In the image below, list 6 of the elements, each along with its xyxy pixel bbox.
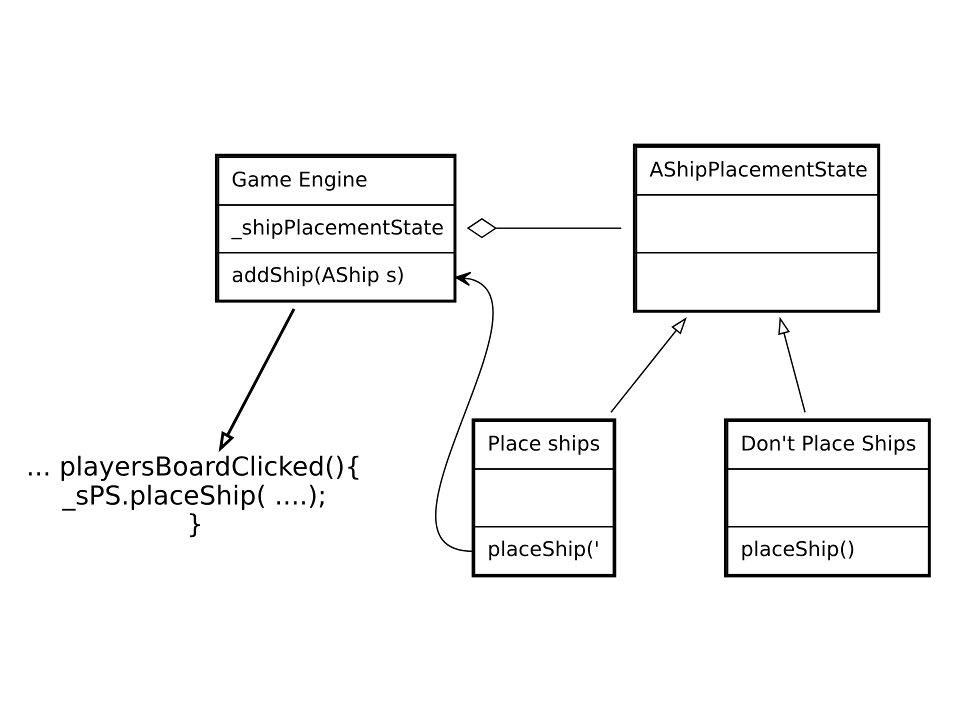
- node-text: ... playersBoardClicked(){ _sPS.placeShip( ....); }: [26, 452, 362, 540]
- arrow: [610, 317, 687, 413]
- arrow: [435, 272, 494, 552]
- arrow: [218, 308, 296, 452]
- connector: [466, 218, 622, 238]
- arrow: [778, 316, 806, 412]
